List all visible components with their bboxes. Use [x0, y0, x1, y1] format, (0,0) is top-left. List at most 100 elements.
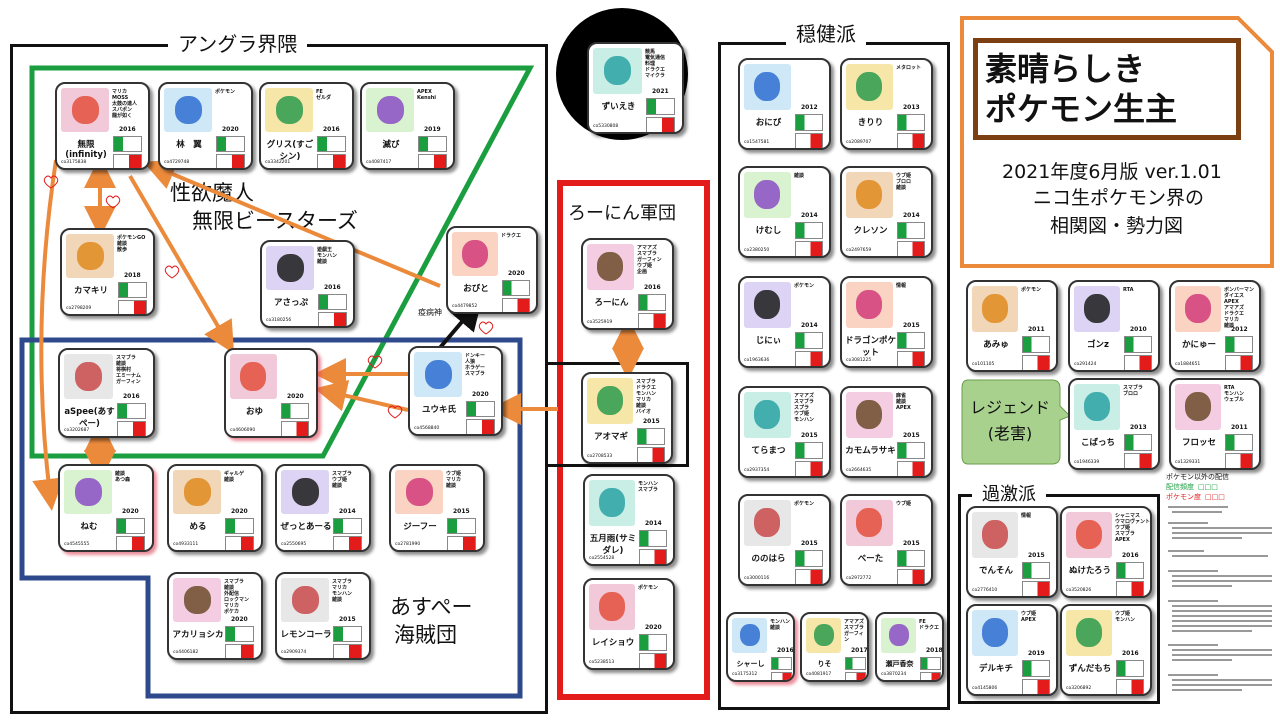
stream-meter-green [117, 403, 146, 419]
stream-meter-green [795, 114, 823, 131]
streamer-name: きりり [857, 118, 884, 128]
stream-tags: スマブラ 雑談 将棋村 エミーナム ガーフィン [116, 355, 141, 385]
pokemon-meter-red [646, 117, 675, 132]
avatar-figure [982, 618, 1008, 647]
streamer-name: ずんだもち [1068, 664, 1112, 674]
stream-meter-green [845, 657, 866, 670]
legend-bubble-line2: (老害) [987, 424, 1033, 443]
avatar-figure [856, 508, 882, 537]
stream-meter-green [897, 442, 925, 459]
pokemon-meter-red [637, 447, 665, 462]
streamer-name: べーた [857, 554, 884, 564]
start-year: 2014 [645, 520, 662, 527]
avatar [589, 584, 635, 630]
stream-meter-green [118, 282, 147, 298]
avatar [881, 618, 916, 653]
avatar-figure [754, 400, 780, 429]
stream-tags: 情報 [896, 283, 907, 289]
stream-tags: ポケモン [638, 585, 659, 591]
avatar [1066, 512, 1112, 558]
streamer-name: レイショウ [591, 638, 635, 648]
start-year: 2011 [1231, 424, 1248, 431]
streamer-name: あみゅ [983, 340, 1009, 350]
avatar [587, 378, 633, 424]
pokemon-meter-red [318, 312, 347, 326]
pokemon-meter-red [845, 672, 866, 680]
legend-key-swatches-red: □□□ [1205, 493, 1225, 501]
avatar-figure [292, 478, 319, 506]
onken-label: 穏健派 [786, 22, 866, 46]
avatar-figure [406, 478, 433, 506]
community-id: co5238513 [589, 660, 615, 665]
start-year: 2014 [801, 322, 818, 329]
arrow-infinity-oyu [128, 174, 235, 354]
stream-tags: モンハン 雑談 [770, 619, 791, 631]
community-id: co2550695 [281, 542, 307, 547]
avatar [64, 470, 112, 514]
stream-meter-green [225, 626, 254, 642]
avatar-figure [292, 586, 319, 614]
avatar [744, 282, 791, 328]
stream-tags: 情報 [1021, 513, 1032, 519]
avatar [589, 480, 635, 526]
stream-tags: ポケモン [1021, 287, 1042, 293]
pokemon-meter-red [418, 154, 447, 168]
stream-tags: ウブ姫 ブロロ 雑談 [896, 173, 912, 191]
stream-tags: メタロット [896, 65, 922, 71]
streamer-name: デルキチ [978, 664, 1013, 674]
stream-tags: ドラクエ [501, 233, 522, 239]
streamer-name: シャーし [736, 660, 765, 668]
community-id: co3202687 [64, 428, 90, 433]
streamer-name: カモムラサキ [845, 446, 896, 456]
stream-tags: ポケモン [794, 501, 815, 507]
avatar-figure [75, 362, 102, 391]
streamer-name: グリス(すごシン) [266, 140, 314, 162]
community-id: co101105 [972, 362, 995, 367]
pokemon-meter-red [281, 421, 309, 436]
avatar-figure [1084, 294, 1110, 323]
